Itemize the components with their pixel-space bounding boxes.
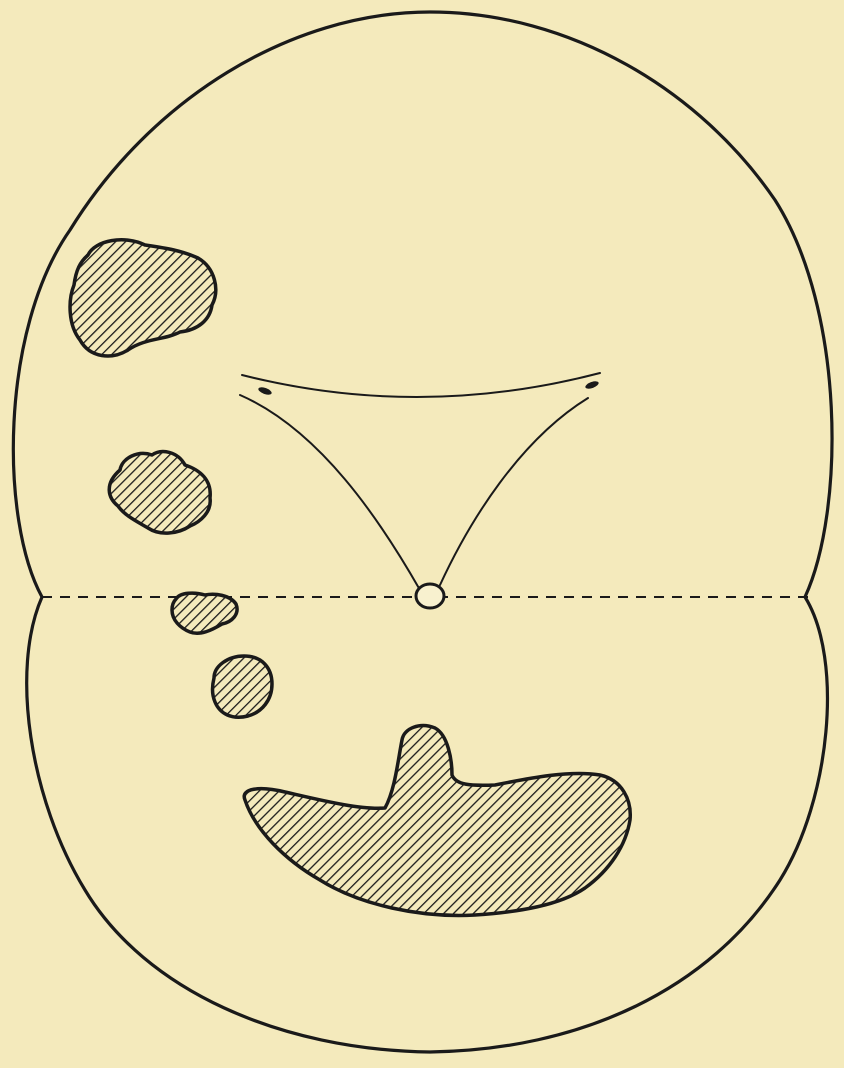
triangle-top-arc xyxy=(242,373,600,397)
apex-circle xyxy=(416,584,444,608)
hatched-blob-3 xyxy=(172,593,237,633)
hatched-blob-4 xyxy=(213,656,272,717)
small-left-dash xyxy=(257,386,272,396)
triangle-left-side xyxy=(240,395,420,590)
triangle-right-side xyxy=(440,398,588,585)
hatched-blob-5 xyxy=(244,726,630,916)
hatched-blob-2 xyxy=(109,452,210,534)
hatched-blob-1 xyxy=(70,240,216,356)
small-right-dash xyxy=(584,380,599,390)
